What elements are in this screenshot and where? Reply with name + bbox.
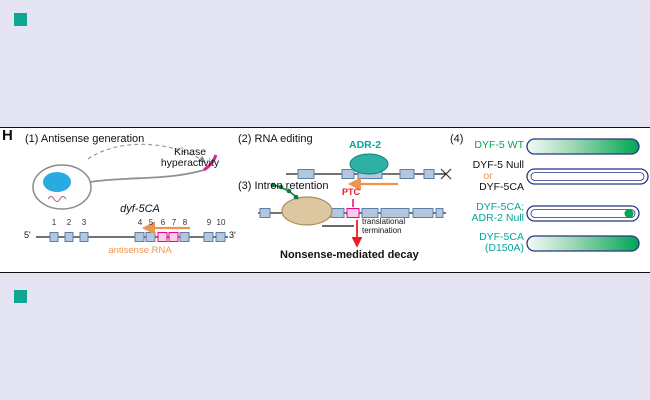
exon-number-10: 10: [216, 218, 226, 227]
adr2-label: ADR-2: [349, 139, 382, 151]
gene-name-label: dyf-5CA: [120, 203, 160, 215]
nucleus: [43, 172, 71, 192]
genotype-adr2null-1: DYF-5CA;: [476, 201, 524, 213]
dyf5ca-gene-diagram: [36, 221, 228, 242]
genotype-null-1: DYF-5 Null: [472, 159, 524, 171]
retained-intron-box: [346, 208, 360, 218]
panel1-title: (1) Antisense generation: [25, 133, 145, 145]
ribosome: [281, 196, 333, 226]
intron-retention-diagram: [258, 182, 446, 248]
ptc-label: PTC: [342, 187, 360, 197]
cilium-tip-pink: [203, 154, 218, 172]
panel3-title: (3) Intron retention: [238, 180, 329, 192]
exon-number-5: 5: [148, 218, 154, 227]
panel4-label: (4): [450, 133, 464, 145]
line-end-x: [440, 168, 452, 180]
three-prime-label: 3': [229, 230, 236, 240]
cilium-d150a: [526, 235, 640, 252]
exon-number-9: 9: [206, 218, 212, 227]
panel2-title: (2) RNA editing: [238, 133, 313, 145]
genotype-adr2null-2: ADR-2 Null: [471, 212, 524, 224]
panel-letter: H: [2, 127, 13, 144]
genotype-or: or: [483, 170, 493, 182]
antisense-rna-label: antisense RNA: [108, 245, 172, 256]
cilium-adr2null-inner: [530, 209, 636, 218]
genotype-d150a-1: DYF-5CA: [479, 231, 524, 243]
genotype-null-2: DYF-5CA: [479, 181, 524, 193]
cilium-null-inner: [530, 172, 645, 181]
cilium-wt: [526, 138, 640, 155]
exon-number-1: 1: [51, 218, 57, 227]
exon-number-4: 4: [137, 218, 143, 227]
exon-boxes: [259, 208, 444, 218]
exon-number-2: 2: [66, 218, 72, 227]
cilium-tip-dot: [624, 209, 634, 218]
nmd-label: Nonsense-mediated decay: [280, 249, 419, 261]
exon-number-3: 3: [81, 218, 87, 227]
termination-label-2: termination: [362, 226, 402, 235]
neuron-schematic: [32, 143, 218, 210]
cilia-phenotypes: [526, 138, 649, 252]
exon-number-6: 6: [160, 218, 166, 227]
cilium-adr2null: [526, 205, 640, 222]
adr2-enzyme: [349, 153, 389, 175]
exon-number-7: 7: [171, 218, 177, 227]
dendrite: [89, 169, 205, 183]
termination-label-1: translational: [362, 217, 406, 226]
exon-number-8: 8: [182, 218, 188, 227]
five-prime-label: 5': [24, 230, 31, 240]
teal-marker-top: [14, 13, 27, 26]
exon-6-edited: [157, 232, 168, 242]
teal-marker-bottom: [14, 290, 27, 303]
kinase-label: Kinase hyperactivity: [160, 146, 220, 170]
peptide-beads: [270, 182, 299, 200]
exon-7-edited: [168, 232, 179, 242]
cilium-null: [526, 168, 649, 185]
rna-editing-diagram: [286, 153, 452, 191]
exon-boxes: [49, 232, 226, 242]
genotype-wt: DYF-5 WT: [474, 139, 524, 151]
genotype-d150a-2: (D150A): [484, 242, 524, 254]
gene-squiggle: [47, 196, 67, 202]
